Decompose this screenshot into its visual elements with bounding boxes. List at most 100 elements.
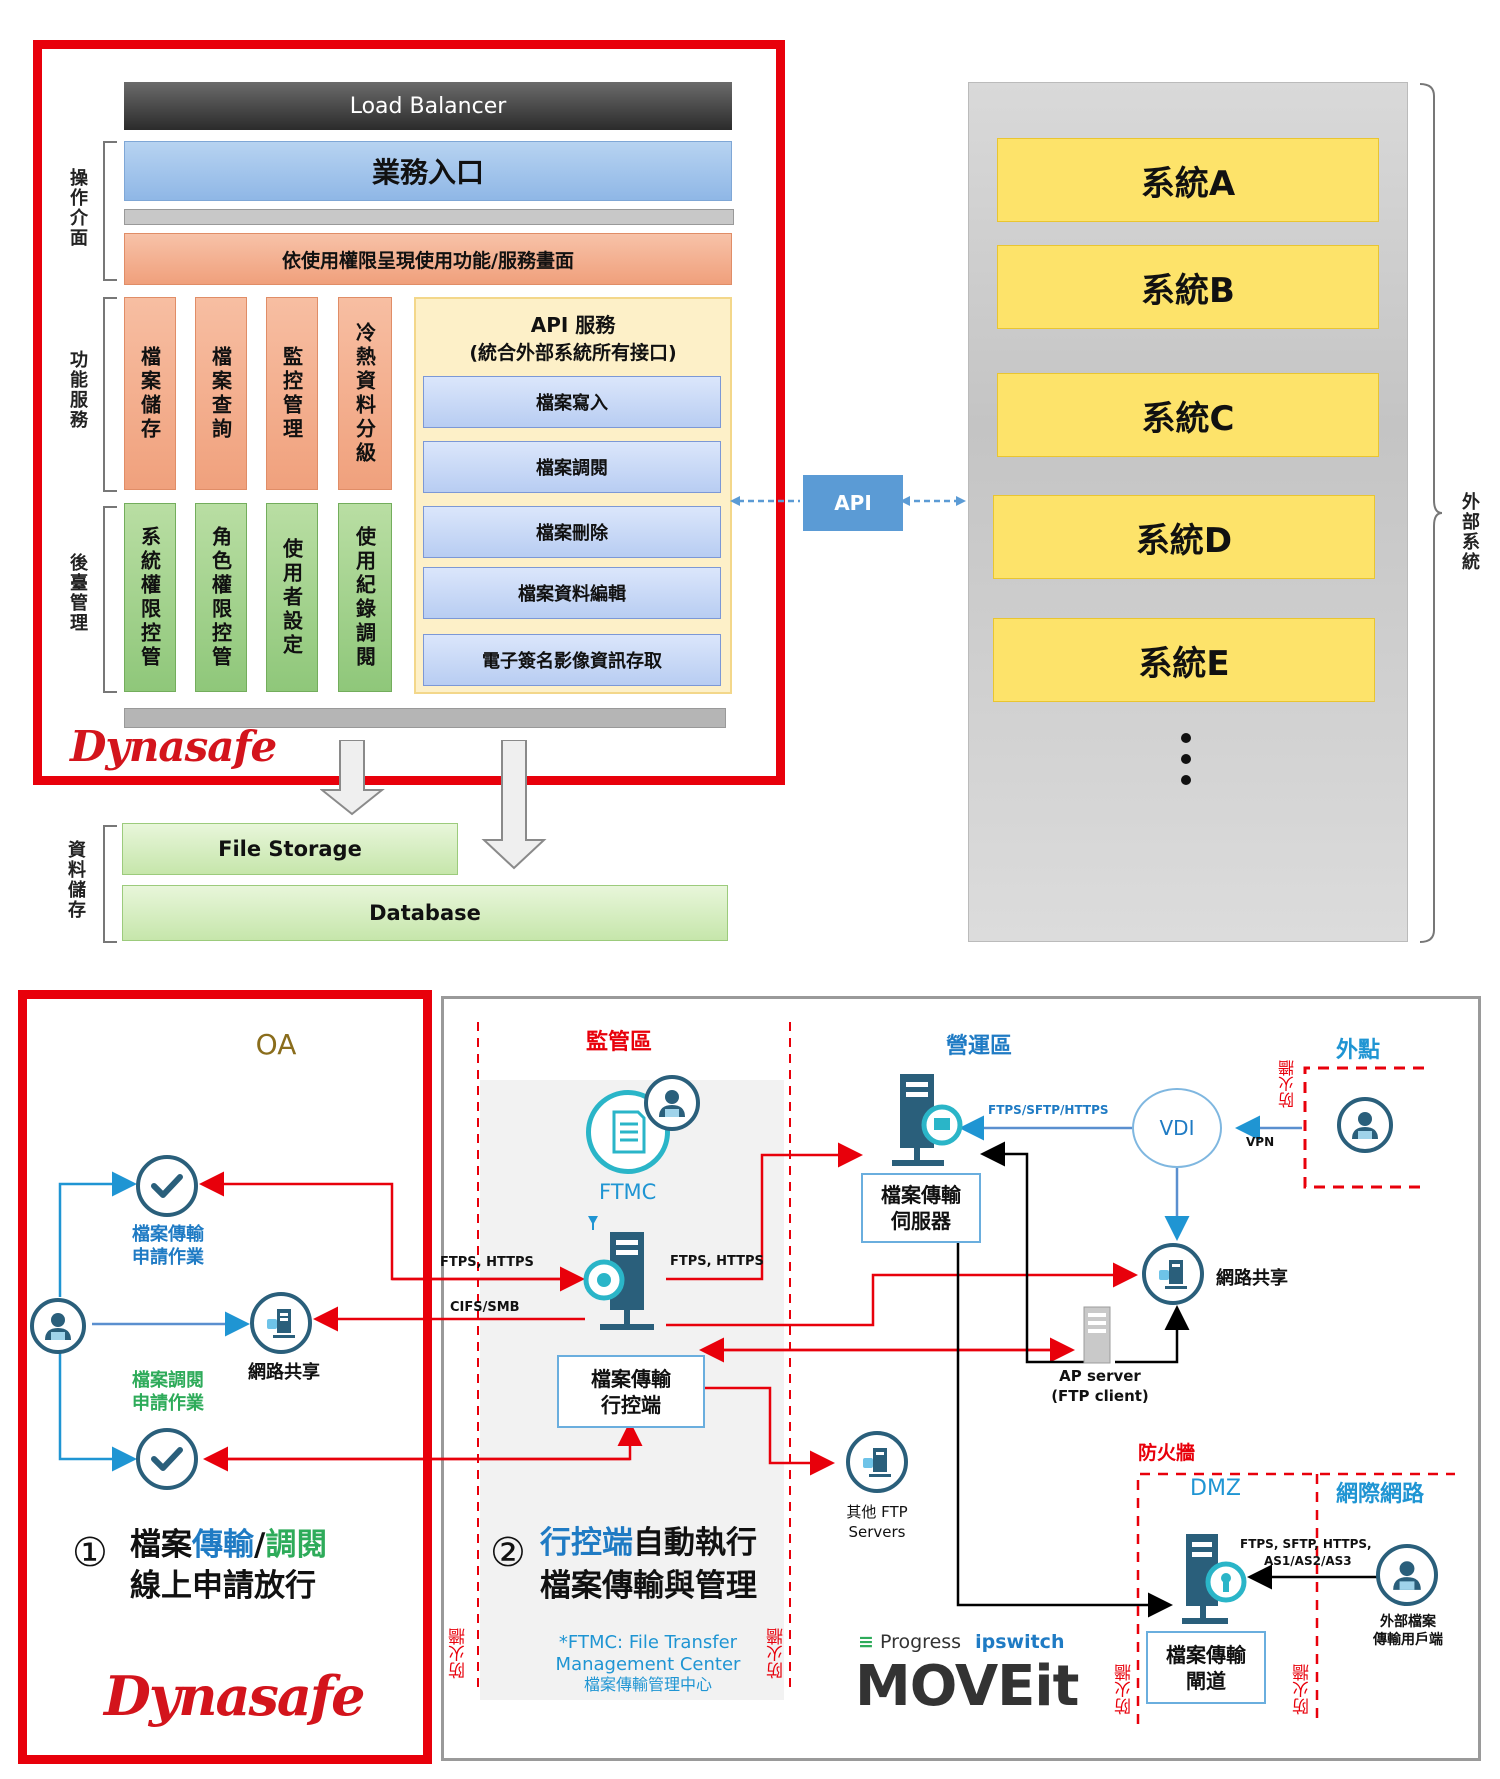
api-item-esign: 電子簽名影像資訊存取	[423, 634, 721, 686]
firewall-label-left: 防火牆	[449, 1628, 469, 1679]
proto-vpn: VPN	[1246, 1135, 1275, 1149]
zone-ops-label: 營運區	[946, 1034, 1013, 1059]
api-service-subtitle: (統合外部系統所有接口)	[469, 341, 677, 364]
left-caption-view: 調閱	[265, 1527, 328, 1563]
gateway-l1: 檔案傳輸	[1166, 1642, 1246, 1667]
ftmc-note-l1: *FTMC: File Transfer	[558, 1632, 738, 1653]
firewall-label-dmz-right: 防火牆	[1293, 1664, 1313, 1715]
firewall-label-dmz-left: 防火牆	[1115, 1664, 1135, 1715]
apply-transfer-l1: 檔案傳輸	[132, 1224, 204, 1245]
firewall-label-mid: 防火牆	[767, 1628, 787, 1679]
firewall-label-dmz: 防火牆	[1138, 1442, 1196, 1464]
api-item-delete: 檔案刪除	[423, 506, 721, 558]
zone-dmz-label: DMZ	[1190, 1476, 1241, 1501]
func-col-monitor: 監控管理	[266, 297, 318, 490]
back-col-user-set: 使用者設定	[266, 503, 318, 692]
proto-ftps-https-left: FTPS, HTTPS	[440, 1255, 534, 1270]
op-label: 操作介面	[67, 168, 88, 248]
ftmc-label: FTMC	[599, 1180, 657, 1204]
apply-transfer-l2: 申請作業	[132, 1246, 204, 1268]
bottom-gray-frame	[441, 996, 1481, 1761]
gateway-label: 檔案傳輸 閘道	[1146, 1631, 1266, 1704]
user-icon-oa	[30, 1298, 86, 1354]
controller-server-icon[interactable]	[580, 1228, 664, 1338]
apply-transfer-label: 檔案傳輸 申請作業	[104, 1224, 232, 1269]
zone-monitor-label: 監管區	[586, 1030, 653, 1055]
load-balancer-bar: Load Balancer	[124, 82, 732, 130]
proto-ftps-https-right: FTPS, HTTPS	[670, 1254, 764, 1269]
back-col-role-perm: 角色權限控管	[195, 503, 247, 692]
external-client-icon	[1376, 1544, 1438, 1606]
api-item-edit: 檔案資料編輯	[423, 567, 721, 619]
api-service-panel	[414, 297, 732, 694]
mid-caption-num: ②	[490, 1530, 526, 1576]
external-client-l2: 傳輸用戶端	[1373, 1632, 1443, 1649]
file-server-icon[interactable]	[880, 1070, 970, 1170]
back-col-sys-perm: 系統權限控管	[124, 503, 176, 692]
bottom-highlight-frame	[18, 990, 432, 1764]
back-bracket	[103, 506, 117, 693]
api-box: API	[803, 475, 903, 531]
remote-user-icon	[1337, 1097, 1393, 1153]
other-ftp-label: 其他 FTP Servers	[822, 1503, 932, 1542]
net-share-icon-oa[interactable]	[250, 1292, 312, 1354]
ap-server-label: AP server (FTP client)	[1040, 1367, 1160, 1406]
oa-title: OA	[255, 1027, 297, 1061]
zone-outside-label: 外點	[1336, 1038, 1381, 1063]
top-highlight-frame	[33, 40, 785, 785]
business-entry-bar: 業務入口	[124, 141, 732, 201]
ext-label: 外部系統	[1459, 492, 1480, 572]
check-icon-view[interactable]	[136, 1428, 198, 1490]
file-server-l1: 檔案傳輸	[881, 1183, 961, 1207]
left-caption-file: 檔案	[130, 1527, 192, 1563]
gateway-l2: 閘道	[1186, 1668, 1226, 1693]
left-caption-line2: 線上申請放行	[130, 1568, 316, 1604]
moveit-logo: MOVEit	[855, 1654, 1079, 1719]
mid-caption-auto: 自動執行	[633, 1525, 757, 1561]
func-col-storage: 檔案儲存	[124, 297, 176, 490]
mid-caption-line2: 檔案傳輸與管理	[540, 1568, 757, 1604]
progress-logo: ≡ Progress ipswitch	[858, 1631, 1064, 1653]
left-caption-transfer: 傳輸	[192, 1527, 254, 1563]
separator-bar	[124, 209, 734, 225]
func-label: 功能服務	[67, 350, 88, 430]
file-server-label: 檔案傳輸 伺服器	[861, 1173, 981, 1243]
proto-vdi: FTPS/SFTP/HTTPS	[988, 1103, 1109, 1117]
ftmc-note-l2: Management Center	[555, 1653, 741, 1675]
bottom-separator-bar	[124, 708, 726, 728]
controller-label: 檔案傳輸 行控端	[557, 1355, 705, 1428]
ext-bracket	[1419, 83, 1442, 943]
admin-user-icon	[644, 1075, 700, 1131]
vdi-node[interactable]: VDI	[1132, 1088, 1222, 1168]
top-brand-logo: Dynasafe	[70, 722, 277, 771]
gateway-server-icon[interactable]	[1180, 1530, 1260, 1630]
net-share-label-ops: 網路共享	[1216, 1268, 1288, 1289]
data-bracket	[103, 825, 117, 943]
external-client-label: 外部檔案 傳輸用戶端	[1350, 1613, 1466, 1649]
func-col-query: 檔案查詢	[195, 297, 247, 490]
file-storage-bar: File Storage	[122, 823, 458, 875]
system-e: 系統E	[993, 618, 1375, 702]
mid-caption-controller: 行控端	[540, 1525, 633, 1561]
ap-server-icon[interactable]	[1080, 1305, 1114, 1367]
net-share-icon-ops[interactable]	[1142, 1243, 1204, 1305]
left-caption-line1: 檔案傳輸/調閱	[130, 1519, 327, 1564]
firewall-label-outside: 防火牆	[1278, 1060, 1297, 1108]
system-c: 系統C	[997, 373, 1379, 457]
other-ftp-l2: Servers	[848, 1522, 906, 1541]
down-arrows	[320, 740, 547, 870]
ftmc-note-l3: 檔案傳輸管理中心	[583, 1675, 712, 1695]
apply-view-l2: 申請作業	[132, 1392, 204, 1414]
system-b: 系統B	[997, 245, 1379, 329]
database-bar: Database	[122, 885, 728, 941]
check-icon-transfer[interactable]	[136, 1155, 198, 1217]
ftmc-note: *FTMC: File Transfer Management Center 檔…	[540, 1632, 756, 1694]
back-label: 後臺管理	[67, 553, 88, 633]
func-col-tiering: 冷熱資料分級	[338, 297, 392, 490]
proto-cifs: CIFS/SMB	[450, 1300, 520, 1315]
api-item-write: 檔案寫入	[423, 376, 721, 428]
other-ftp-icon[interactable]	[846, 1431, 908, 1493]
controller-l2: 行控端	[601, 1392, 661, 1417]
left-caption-slash: /	[254, 1527, 266, 1563]
api-item-read: 檔案調閱	[423, 441, 721, 493]
